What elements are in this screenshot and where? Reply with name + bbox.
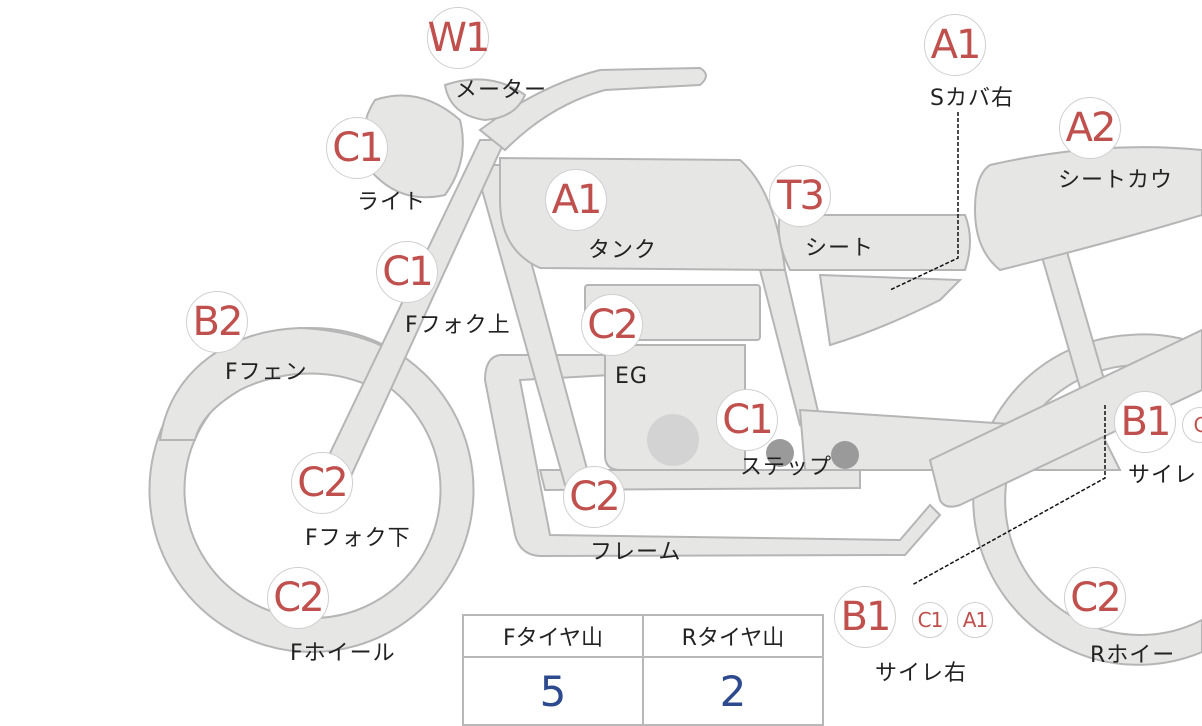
grade-badge-fork-lower: C2 <box>291 452 353 514</box>
meter <box>443 78 527 122</box>
grade-badge-meter: W1 <box>427 7 491 69</box>
grade-badge-engine: C2 <box>581 294 643 356</box>
grade-badge-front-fender: B2 <box>186 291 248 353</box>
grade-badge-light: C1 <box>326 117 388 179</box>
grade-badge-muffler-right-c1: C1 <box>912 602 948 638</box>
engine-cover <box>647 414 699 466</box>
tire-tread-table: Fタイヤ山 Rタイヤ山 5 2 <box>462 614 824 726</box>
tire-table-value-row: 5 2 <box>462 656 824 726</box>
rear-tire-header: Rタイヤ山 <box>642 614 824 658</box>
label-tank: タンク <box>588 238 658 263</box>
label-muffler-left: サイレ <box>1128 463 1198 488</box>
label-side-cover-right: Sカバ右 <box>930 86 1014 111</box>
label-fork-lower: Fフォク下 <box>305 526 411 551</box>
grade-badge-seat: T3 <box>769 165 831 227</box>
grade-badge-seat-cowl: A2 <box>1059 97 1121 159</box>
label-muffler-right: サイレ右 <box>875 661 968 686</box>
front-tire-header: Fタイヤ山 <box>462 614 644 658</box>
label-engine: EG <box>615 364 648 389</box>
grade-badge-frame: C2 <box>563 466 625 528</box>
label-front-wheel: Fホイール <box>290 641 396 666</box>
grade-badge-tank: A1 <box>545 169 607 231</box>
grade-badge-side-cover-right: A1 <box>924 14 986 76</box>
leader-line-side-cover <box>889 112 959 291</box>
label-frame: フレーム <box>590 540 682 565</box>
grade-badge-muffler-right: B1 <box>834 586 896 648</box>
label-light: ライト <box>357 190 427 215</box>
label-rear-wheel: Rホイー <box>1090 643 1176 668</box>
grade-badge-fork-upper: C1 <box>376 241 438 303</box>
leader-line-muffler <box>911 405 1106 586</box>
label-fork-upper: Fフォク上 <box>405 313 511 338</box>
handlebar <box>478 66 707 152</box>
rear-tire-value: 2 <box>642 656 824 726</box>
front-tire-value: 5 <box>462 656 644 726</box>
grade-badge-step: C1 <box>716 389 778 451</box>
frame <box>483 354 942 558</box>
label-meter: メーター <box>455 78 548 103</box>
grade-badge-muffler-right-a1: A1 <box>957 602 993 638</box>
side-cover <box>818 273 963 347</box>
label-front-fender: Fフェン <box>225 360 308 385</box>
step-peg-rear <box>831 441 859 469</box>
step-peg-front <box>766 439 794 467</box>
label-seat-cowl: シートカウ <box>1058 168 1174 193</box>
label-seat: シート <box>805 236 875 261</box>
grade-badge-front-wheel: C2 <box>267 567 329 629</box>
tire-table-header-row: Fタイヤ山 Rタイヤ山 <box>462 614 824 658</box>
grade-badge-muffler-left: B1 <box>1114 391 1176 453</box>
engine <box>604 344 746 471</box>
grade-badge-rear-wheel: C2 <box>1064 567 1126 629</box>
seat <box>777 214 971 271</box>
label-step: ステップ <box>740 455 833 480</box>
